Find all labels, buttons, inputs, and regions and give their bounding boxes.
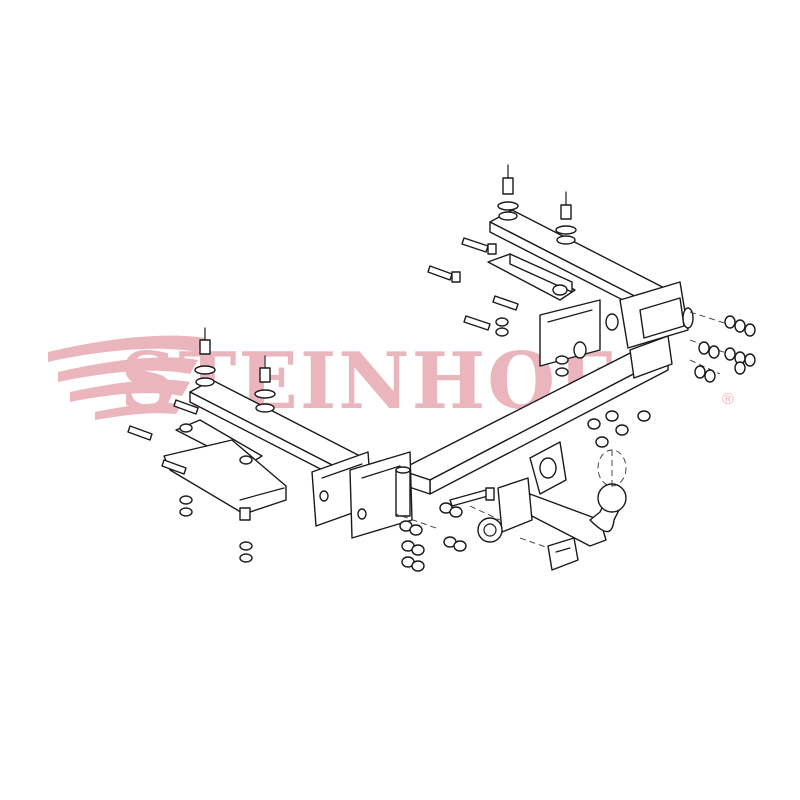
right-mounting-rail (487, 209, 694, 367)
left-rail-bolts (127, 327, 276, 563)
right-rail-bolts (427, 164, 587, 377)
socket-plate (477, 477, 579, 571)
registered-mark: ® (722, 391, 734, 408)
tow-ball-neck (527, 441, 627, 547)
main-cross-beam (349, 335, 673, 539)
center-bolts (395, 410, 651, 572)
right-nut-stacks (689, 311, 756, 383)
